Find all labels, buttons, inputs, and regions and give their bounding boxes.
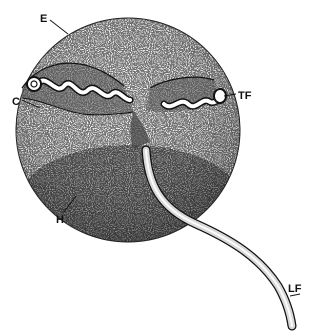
label-e: E	[40, 13, 47, 25]
label-tf: TF	[238, 90, 252, 102]
label-lf: LF	[288, 283, 302, 295]
cell-body	[16, 18, 240, 255]
leader-e	[50, 20, 68, 34]
label-c: C	[12, 96, 20, 108]
label-h: H	[56, 214, 64, 226]
